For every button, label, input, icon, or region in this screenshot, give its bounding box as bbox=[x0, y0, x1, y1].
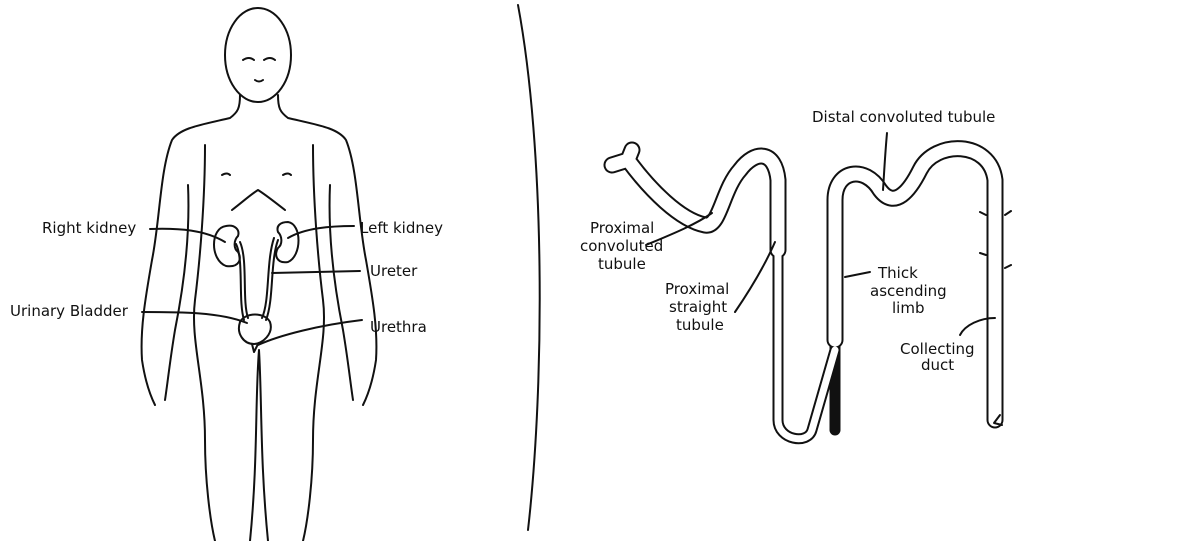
label-urinary-bladder: Urinary Bladder bbox=[10, 302, 129, 320]
urinary-organs bbox=[213, 221, 300, 353]
nephron-figure bbox=[603, 140, 1012, 445]
label-collecting-duct: Collecting duct bbox=[900, 340, 975, 374]
label-line: tubule bbox=[598, 255, 646, 273]
head bbox=[224, 7, 292, 103]
label-thick-ascending-limb: Thick ascending limb bbox=[870, 264, 947, 317]
label-line: straight bbox=[669, 298, 727, 316]
label-line: duct bbox=[921, 356, 954, 374]
divider-line bbox=[517, 4, 541, 531]
label-line: Proximal bbox=[590, 219, 654, 237]
label-left-kidney: Left kidney bbox=[360, 219, 443, 237]
label-line: convoluted bbox=[580, 237, 663, 255]
label-line: Proximal bbox=[665, 280, 729, 298]
human-body-figure bbox=[140, 7, 378, 541]
label-line: ascending bbox=[870, 282, 947, 300]
label-urethra: Urethra bbox=[370, 318, 427, 336]
label-proximal-convoluted-tubule: Proximal convoluted tubule bbox=[580, 219, 663, 273]
label-ureter: Ureter bbox=[370, 262, 418, 280]
label-right-kidney: Right kidney bbox=[42, 219, 136, 237]
label-line: Thick bbox=[877, 264, 918, 282]
label-line: Collecting bbox=[900, 340, 975, 358]
label-distal-convoluted-tubule: Distal convoluted tubule bbox=[812, 108, 995, 126]
label-line: limb bbox=[892, 299, 924, 317]
urinary-bladder bbox=[238, 313, 272, 345]
left-kidney bbox=[275, 221, 300, 264]
label-line: tubule bbox=[676, 316, 724, 334]
label-proximal-straight-tubule: Proximal straight tubule bbox=[665, 280, 729, 334]
ureter bbox=[235, 237, 279, 321]
